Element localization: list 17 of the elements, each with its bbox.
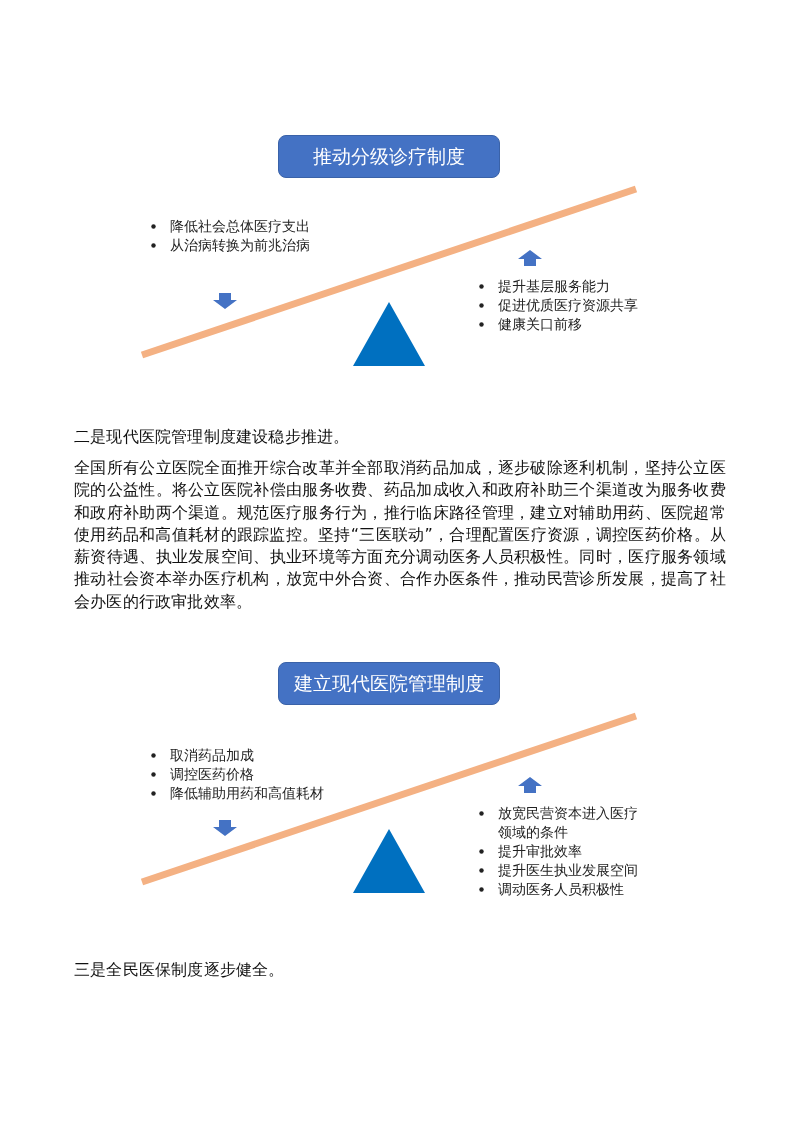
bullet-item: 促进优质医疗资源共享 [498, 297, 638, 313]
bullet-item: 调动医务人员积极性 [498, 881, 624, 897]
bullet-item: 调控医药价格 [170, 766, 254, 782]
paragraph: 全国所有公立医院全面推开综合改革并全部取消药品加成，逐步破除逐利机制，坚持公立医院的公益性。将公立医院补偿由服务收费、药品加成收入和政府补助三个渠道改为服务收费和政府补助两个渠道。规范医疗服务行为，推行临床路径管理，建立对辅助用药、医院超常使用药品和高值耗材的跟踪监控。坚持“三医联动”，合理配置医疗资源，调控医药价格。从薪资待遇、执业发展空间、执业环境等方面充分调动医务人员积极性。同时，医疗服务领域推动社会资本举办医疗机构，放宽中外合资、合作办医条件，推动民营诊所发展，提高了社会办医的行政审批效率。 [74, 457, 726, 613]
bullet-item: 放宽民营资本进入医疗领域的条件 [498, 805, 638, 840]
title-box: 推动分级诊疗制度 [278, 135, 500, 178]
section-heading: 三是全民医保制度逐步健全。 [74, 959, 286, 981]
bullet-item: 健康关口前移 [498, 316, 582, 332]
bullet-item: 降低辅助用药和高值耗材 [170, 785, 324, 801]
section-heading: 二是现代医院管理制度建设稳步推进。 [74, 426, 351, 448]
title-box: 建立现代医院管理制度 [278, 662, 500, 705]
bullet-item: 提升审批效率 [498, 843, 582, 859]
bullet-item: 取消药品加成 [170, 747, 254, 763]
bullet-item: 降低社会总体医疗支出 [170, 218, 310, 234]
bullet-item: 从治病转换为前兆治病 [170, 237, 310, 253]
bullet-item: 提升基层服务能力 [498, 278, 610, 294]
bullet-item: 提升医生执业发展空间 [498, 862, 638, 878]
